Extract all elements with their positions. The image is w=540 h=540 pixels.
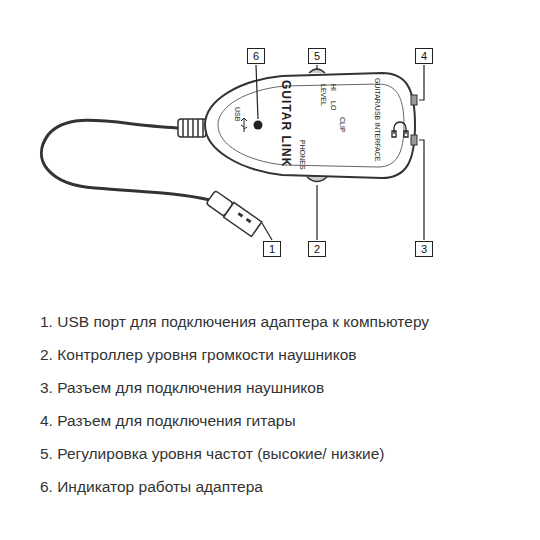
device-marking: USB (233, 107, 241, 121)
volume-knob (307, 177, 327, 182)
callout-box: 4 (415, 48, 433, 64)
adapter-body (205, 73, 415, 178)
legend-item: 4. Разъем для подключения гитары (40, 412, 296, 430)
legend-item: 5. Регулировка уровня частот (высокие/ н… (40, 445, 384, 463)
legend-item: 3. Разъем для подключения наушников (40, 379, 324, 397)
led-indicator (254, 121, 263, 130)
callout-box: 2 (308, 241, 326, 257)
callout-number: 6 (253, 50, 259, 62)
leader-lines (256, 65, 424, 240)
usb-plug (206, 190, 262, 237)
callout-number: 4 (421, 50, 427, 62)
device-marking: GUITAR/USB INTERFACE (373, 78, 381, 162)
callout-number: 3 (421, 243, 427, 255)
device-marking: HI (329, 84, 337, 91)
device-marking: LEVEL (319, 84, 327, 106)
legend-item: 1. USB порт для подключения адаптера к к… (40, 313, 429, 331)
callout-box: 3 (415, 241, 433, 257)
callout-number: 1 (269, 243, 275, 255)
device-marking: LO (329, 101, 337, 110)
callout-box: 5 (308, 48, 326, 64)
headphone-icon (392, 122, 408, 137)
callout-box: 6 (247, 48, 265, 64)
usb-icon (241, 118, 247, 132)
device-marking: CLIP (338, 117, 346, 133)
callout-number: 2 (314, 243, 320, 255)
phones-jack (411, 135, 417, 145)
callout-number: 5 (314, 50, 320, 62)
device-marking: GUITAR LINK (279, 80, 292, 167)
strain-relief (178, 119, 206, 137)
device-marking: PHONES (298, 140, 306, 170)
guitar-jack (411, 95, 417, 105)
legend-item: 6. Индикатор работы адаптера (40, 478, 263, 496)
callout-box: 1 (263, 241, 281, 257)
legend-item: 2. Контроллер уровня громкости наушников (40, 346, 357, 364)
